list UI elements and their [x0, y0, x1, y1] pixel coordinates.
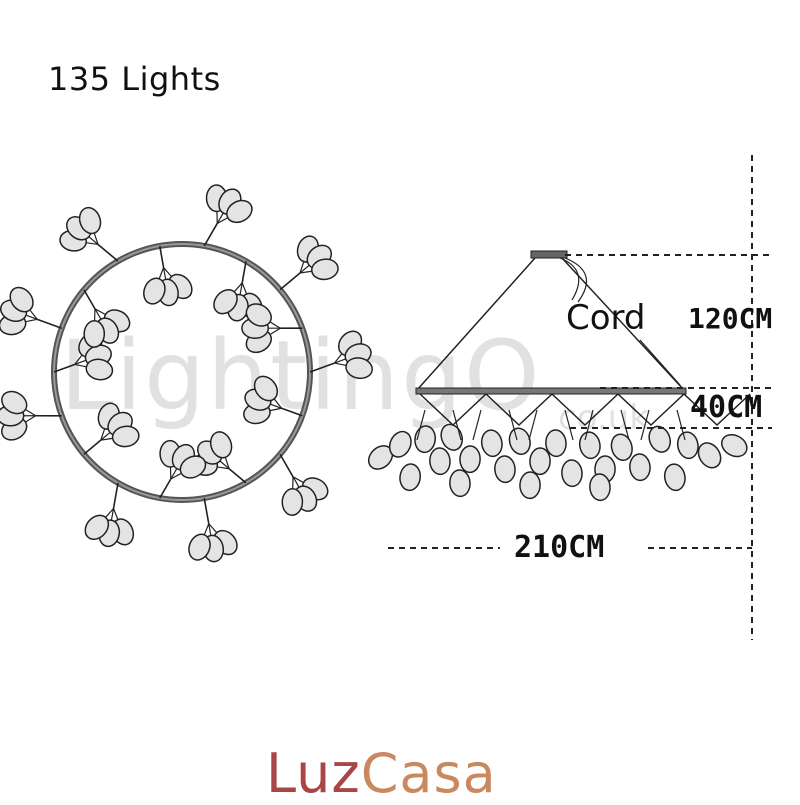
- leaf-bulb: [449, 469, 471, 497]
- zigzag-frame: [486, 394, 552, 425]
- leaf-bulb: [507, 426, 533, 457]
- zigzag-frame: [552, 394, 618, 425]
- leaf-bulb: [480, 428, 504, 457]
- branch-stem: [282, 408, 303, 416]
- twig: [270, 328, 280, 334]
- leaf-bulb: [629, 453, 651, 481]
- leaf-bulb: [520, 472, 541, 499]
- leaf-bulb: [494, 455, 516, 483]
- twig: [270, 322, 280, 328]
- twig: [25, 409, 35, 415]
- leaf-bulb: [609, 432, 635, 463]
- leaf-bulb: [663, 462, 687, 491]
- twig: [204, 524, 208, 535]
- hanger-stem: [473, 410, 481, 440]
- brand-part-2: Casa: [361, 742, 497, 805]
- leaf-bulb: [460, 446, 481, 473]
- cord-label: Cord: [566, 298, 646, 338]
- leaf-bulb: [718, 430, 751, 460]
- branch-stem: [280, 273, 300, 290]
- twig: [242, 283, 246, 294]
- ceiling-canopy: [531, 251, 567, 258]
- brand-part-1: Luz: [266, 742, 361, 805]
- twig: [334, 363, 346, 365]
- suspension-cord-left: [417, 258, 535, 390]
- branch-stem: [229, 469, 246, 483]
- branch-stem: [204, 223, 217, 246]
- side-view-fixture: [364, 251, 751, 501]
- branch-stem: [84, 440, 101, 454]
- height-total-label: 120CM: [688, 302, 772, 335]
- leaf-bulb: [282, 489, 303, 516]
- leaf-bulb: [694, 439, 725, 472]
- leaf-bulb: [429, 447, 451, 475]
- twig: [26, 319, 38, 321]
- hanger-stem: [641, 410, 649, 440]
- leaf-bulb: [530, 448, 551, 475]
- leaf-bulb: [578, 430, 602, 459]
- branch-stem: [114, 483, 118, 509]
- leaf-bulb: [561, 459, 583, 487]
- branch-stem: [160, 246, 164, 268]
- branch-stem: [98, 244, 118, 261]
- zigzag-frame: [420, 394, 486, 425]
- width-label: 210CM: [510, 530, 608, 565]
- twig: [75, 364, 87, 366]
- leaf-bulb: [676, 430, 700, 459]
- leaf-bulb: [84, 321, 105, 348]
- cord-wire: [640, 340, 680, 385]
- leaf-bulb: [398, 463, 421, 492]
- twig: [159, 268, 163, 279]
- branch-stem: [204, 498, 209, 524]
- branch-stem: [242, 261, 246, 283]
- brand-logo: LuzCasa: [266, 742, 497, 805]
- twig: [270, 408, 282, 410]
- branch-stem: [37, 319, 61, 328]
- twig: [25, 416, 35, 422]
- hanger-stem: [565, 410, 573, 440]
- height-fixture-label: 40CM: [690, 390, 762, 425]
- branch-stem: [160, 479, 171, 498]
- twig: [114, 508, 118, 519]
- branch-stem: [310, 363, 334, 372]
- top-view-ring: [0, 185, 374, 563]
- zigzag-frame: [618, 394, 684, 425]
- branch-stem: [84, 290, 95, 309]
- branch-stem: [280, 454, 293, 477]
